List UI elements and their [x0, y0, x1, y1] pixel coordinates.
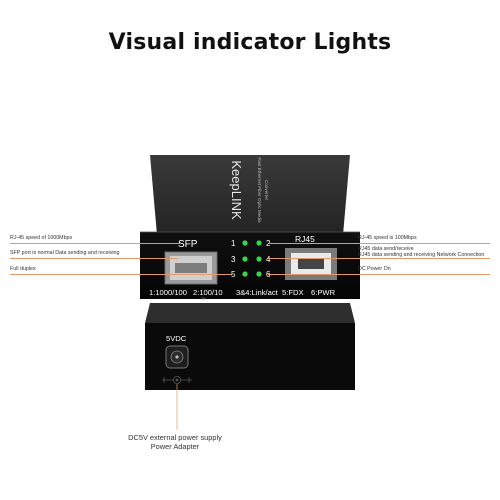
led-number-5: 5 [231, 270, 236, 279]
brand-logo: KeepLINK [229, 160, 244, 220]
legend-5: 6:PWR [311, 288, 336, 297]
annotation-right-1: RJ-45 speed is 100Mbps [358, 235, 417, 241]
legend-1: 1:1000/100 [149, 288, 187, 297]
annotation-left-1: RJ-45 speed of 1000Mbps [10, 235, 73, 241]
rj45-label: RJ45 [295, 234, 315, 244]
led-3 [242, 256, 248, 262]
legend-3: 3&4:Link/act [236, 288, 279, 297]
power-port-label: 5VDC [166, 334, 187, 343]
legend-4: 5:FDX [282, 288, 304, 297]
annotation-right-2: RJ45 data send/receive [358, 246, 414, 252]
device-top-face [150, 155, 350, 235]
legend-sub: 3|4 [201, 297, 206, 301]
page-title: Visual indicator Lights [108, 30, 392, 55]
led-2 [256, 240, 262, 246]
annotation-left-2: SFP port is normal Data sending and rece… [10, 250, 120, 256]
power-annotation-line-1: DC5V external power supply [128, 433, 222, 442]
power-annotation: DC5V external power supply Power Adapter [110, 433, 240, 451]
legend-2: 2:100/10 [193, 288, 223, 297]
annotation-right-3: RJ45 data sending and receiving Network … [358, 252, 485, 258]
annotation-right-4: DC Power On [358, 266, 391, 272]
led-5 [242, 271, 248, 277]
panel-text-2: Converter [264, 180, 269, 201]
sfp-label: SFP [178, 239, 198, 250]
panel-text-1: Fast Ethernet Fiber Optic Media [257, 157, 262, 223]
back-device-top [145, 303, 355, 323]
led-1 [242, 240, 248, 246]
annotation-left-3: Full duplex [10, 266, 36, 272]
led-number-3: 3 [231, 255, 236, 264]
led-6 [256, 271, 262, 277]
power-annotation-line-2: Power Adapter [150, 442, 200, 451]
led-number-4: 4 [266, 255, 271, 264]
led-number-1: 1 [231, 239, 236, 248]
dc-polarity-icon [162, 375, 192, 384]
led-4 [256, 256, 262, 262]
